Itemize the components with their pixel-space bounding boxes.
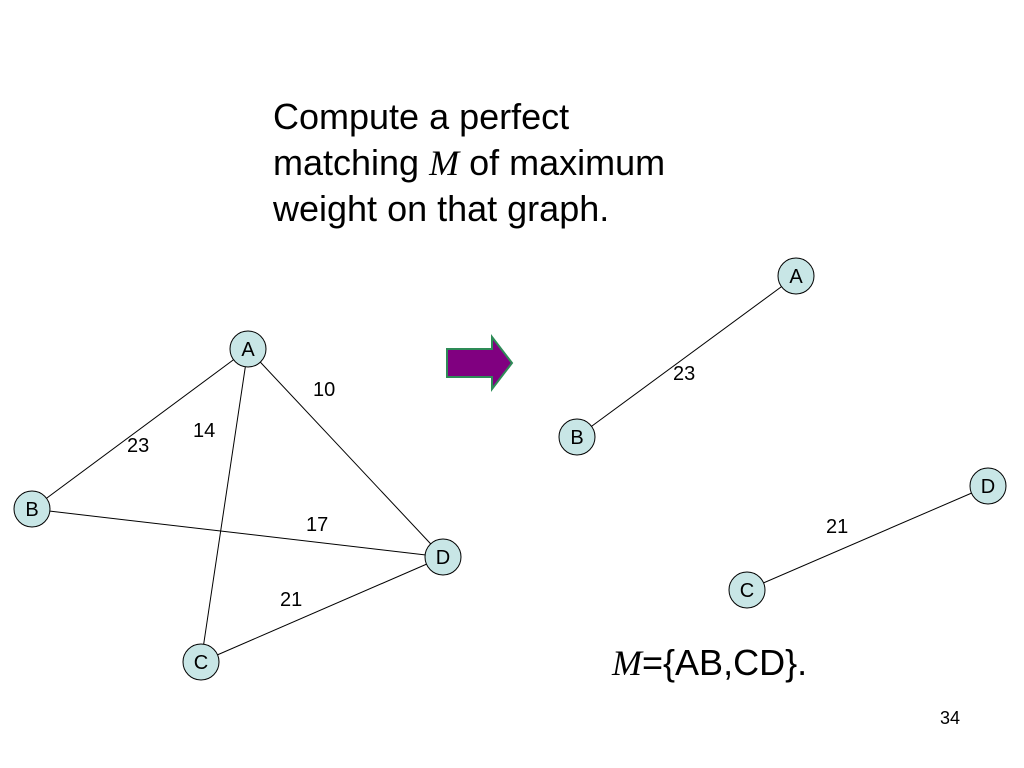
matching-result: M={AB,CD}.: [612, 641, 807, 685]
left-node-d: D: [424, 538, 462, 576]
left-graph-edges: [31, 348, 444, 663]
title-line-1: Compute a perfect: [273, 96, 570, 137]
title-line-2-end: of maximum: [459, 142, 666, 183]
weight-a-b: 23: [127, 435, 149, 457]
left-node-b-label: B: [25, 499, 38, 521]
weight-c-d: 21: [280, 589, 302, 611]
matching-edge-a-b: [576, 275, 797, 438]
weight-b-d: 17: [306, 514, 328, 536]
left-node-d-label: D: [436, 547, 450, 569]
right-graph-edges: [576, 275, 989, 591]
result-set: ={AB,CD}.: [642, 642, 808, 683]
weight-a-d: 10: [313, 379, 335, 401]
title-line-3: weight on that graph.: [273, 188, 610, 229]
left-node-c-label: C: [194, 652, 208, 674]
right-node-d: D: [969, 467, 1007, 505]
left-node-a: A: [229, 330, 267, 368]
left-node-b: B: [13, 490, 51, 528]
title-variable-m: M: [429, 143, 460, 183]
weight-a-c: 14: [193, 420, 215, 442]
edge-a-c: [200, 348, 249, 663]
right-node-b: B: [558, 418, 596, 456]
right-node-a: A: [777, 257, 815, 295]
title-line-2-start: matching: [273, 142, 430, 183]
left-graph-weights: 23 14 10 17 21: [127, 379, 335, 611]
right-node-c: C: [728, 571, 766, 609]
edge-c-d: [200, 556, 444, 663]
matching-weight-c-d: 21: [826, 516, 848, 538]
right-node-b-label: B: [570, 427, 583, 449]
left-node-c: C: [182, 643, 220, 681]
slide-title: Compute a perfect matching M of maximum …: [273, 94, 743, 232]
right-node-a-label: A: [789, 266, 803, 288]
edge-b-d: [31, 508, 444, 558]
right-graph-weights: 23 21: [673, 363, 848, 538]
edge-a-b: [31, 348, 249, 510]
page-number: 34: [940, 708, 961, 728]
matching-edge-c-d: [746, 485, 989, 591]
right-arrow-icon: [446, 334, 514, 392]
right-node-d-label: D: [981, 476, 995, 498]
left-node-a-label: A: [241, 339, 255, 361]
matching-weight-a-b: 23: [673, 363, 695, 385]
right-node-c-label: C: [740, 580, 754, 602]
result-variable-m: M: [612, 643, 642, 683]
edge-a-d: [247, 348, 444, 558]
